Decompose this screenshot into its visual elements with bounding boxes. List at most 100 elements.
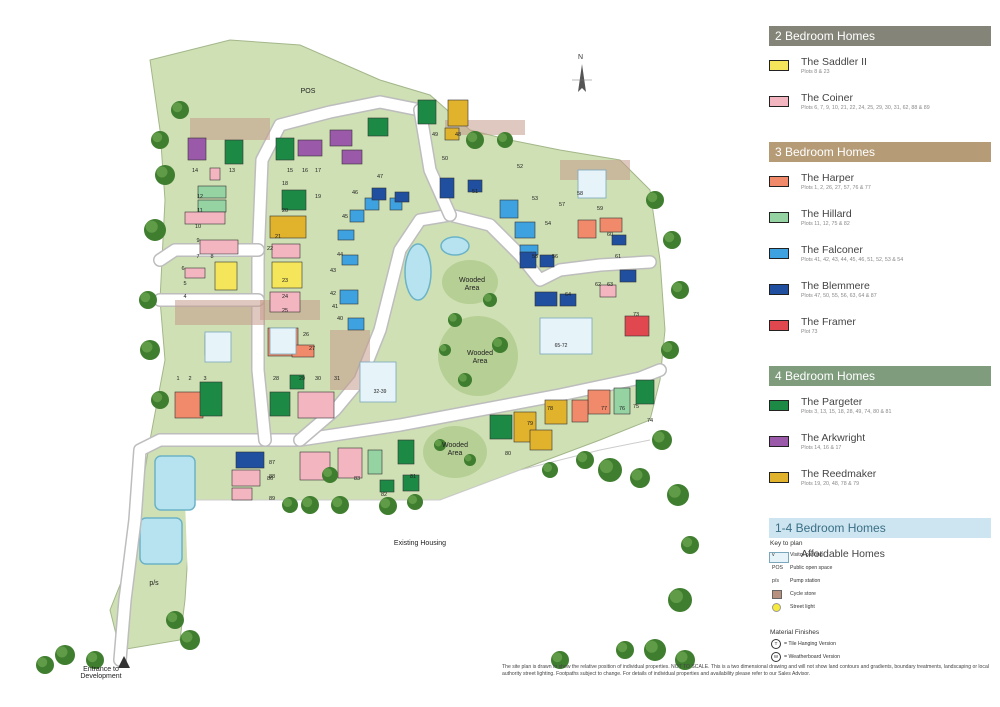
plot-number[interactable]: 75 — [632, 404, 640, 410]
plot-number[interactable]: 63 — [606, 282, 614, 288]
plot-number[interactable]: 78 — [546, 406, 554, 412]
plot-number[interactable]: 76 — [618, 406, 626, 412]
plot-number[interactable]: 16 — [301, 168, 309, 174]
plot-number[interactable]: 30 — [314, 376, 322, 382]
plot-number[interactable]: 60 — [606, 232, 614, 238]
plot-number[interactable]: 83 — [353, 476, 361, 482]
tree-highlight — [467, 132, 478, 143]
plot-number[interactable]: 1 — [176, 376, 180, 382]
plot-number[interactable]: 59 — [596, 206, 604, 212]
finish-weatherboard: W = Weatherboard Version — [770, 652, 990, 667]
tree-highlight — [140, 292, 151, 303]
plot-number[interactable]: 7 — [196, 254, 200, 260]
plot-number[interactable]: 50 — [441, 156, 449, 162]
tree-highlight — [599, 459, 614, 473]
legend-section-header: 2 Bedroom Homes — [769, 26, 991, 46]
plot-number[interactable]: 12 — [196, 194, 204, 200]
plot-number[interactable]: 14 — [191, 168, 199, 174]
plot-number[interactable]: 8 — [210, 254, 214, 260]
plot-number[interactable]: 4 — [183, 294, 187, 300]
plot-number[interactable]: 22 — [266, 246, 274, 252]
house-plot — [269, 215, 307, 239]
plot-number[interactable]: 89 — [268, 496, 276, 502]
pos-label: POS — [300, 88, 316, 95]
plot-number[interactable]: 28 — [272, 376, 280, 382]
plot-number[interactable]: 58 — [576, 191, 584, 197]
plot-number[interactable]: 18 — [281, 181, 289, 187]
plot-number[interactable]: 86 — [266, 476, 274, 482]
plot-number[interactable]: 9 — [196, 238, 200, 244]
plot-number[interactable]: 31 — [333, 376, 341, 382]
plot-number[interactable]: 87 — [268, 460, 276, 466]
plot-number[interactable]: 79 — [526, 421, 534, 427]
plot-number[interactable]: 23 — [281, 278, 289, 284]
house-plot — [534, 291, 558, 307]
house-colour-swatch — [769, 436, 789, 447]
house-type-name: The Reedmaker — [801, 468, 877, 480]
plot-number[interactable]: 3 — [203, 376, 207, 382]
plot-number[interactable]: 55 — [531, 254, 539, 260]
plot-number[interactable]: 47 — [376, 174, 384, 180]
plot-number[interactable]: 73 — [632, 312, 640, 318]
weatherboard-icon: W — [771, 652, 781, 662]
plot-number[interactable]: 42 — [329, 291, 337, 297]
house-colour-swatch — [769, 176, 789, 187]
plot-number[interactable]: 43 — [329, 268, 337, 274]
plot-number[interactable]: 61 — [614, 254, 622, 260]
plot-number[interactable]: 64 — [564, 292, 572, 298]
plot-number[interactable]: 46 — [351, 190, 359, 196]
house-type-plots: Plots 6, 7, 9, 10, 21, 22, 24, 25, 29, 3… — [801, 105, 930, 111]
plot-number[interactable]: 29 — [298, 376, 306, 382]
plot-number[interactable]: 56 — [551, 254, 559, 260]
paving-area — [190, 118, 270, 140]
plot-number[interactable]: 11 — [197, 208, 203, 214]
plot-number[interactable]: 74 — [646, 418, 654, 424]
plot-number[interactable]: 20 — [281, 208, 289, 214]
house-plot — [577, 219, 597, 239]
plot-number[interactable]: 77 — [600, 406, 608, 412]
house-plot — [349, 209, 365, 223]
plot-number[interactable]: 26 — [302, 332, 310, 338]
plot-number[interactable]: 41 — [331, 304, 339, 310]
plot-number[interactable]: 82 — [380, 492, 388, 498]
plot-number[interactable]: 5 — [183, 281, 187, 287]
house-plot — [379, 479, 395, 493]
plot-number[interactable]: 13 — [228, 168, 236, 174]
plot-number[interactable]: 48 — [454, 132, 462, 138]
paving-area — [175, 300, 265, 325]
plot-number[interactable]: 19 — [314, 194, 322, 200]
plot-number[interactable]: 27 — [308, 346, 316, 352]
plot-number[interactable]: 10 — [194, 224, 202, 230]
tree-highlight — [283, 498, 292, 507]
plot-number[interactable]: 54 — [544, 221, 552, 227]
plot-number[interactable]: 44 — [336, 252, 344, 258]
plot-number[interactable]: 24 — [281, 294, 289, 300]
plot-number[interactable]: 45 — [341, 214, 349, 220]
house-type-plots: Plots 11, 12, 75 & 82 — [801, 221, 850, 227]
plot-number[interactable]: 81 — [409, 474, 417, 480]
plot-number[interactable]: 21 — [274, 234, 282, 240]
house-plot — [209, 167, 221, 181]
house-plot — [269, 391, 291, 417]
plot-number[interactable]: 57 — [558, 202, 566, 208]
plot-number[interactable]: 17 — [314, 168, 322, 174]
plot-number[interactable]: 49 — [431, 132, 439, 138]
plot-number[interactable]: 62 — [594, 282, 602, 288]
house-plot — [235, 451, 265, 469]
plot-number[interactable]: 53 — [531, 196, 539, 202]
affordable-block — [577, 169, 607, 199]
plot-number[interactable]: 25 — [281, 308, 289, 314]
legend-section-header: 1-4 Bedroom Homes — [769, 518, 991, 538]
affordable-block-label: 32-39 — [373, 389, 387, 395]
plot-number[interactable]: 40 — [336, 316, 344, 322]
plot-number[interactable]: 51 — [471, 189, 479, 195]
plot-number[interactable]: 2 — [188, 376, 192, 382]
plot-number[interactable]: 15 — [286, 168, 294, 174]
plot-number[interactable]: 88 — [268, 474, 276, 480]
plot-number[interactable]: 6 — [181, 266, 185, 272]
house-plot — [611, 234, 627, 246]
plot-number[interactable]: 52 — [516, 164, 524, 170]
plot-number[interactable]: 80 — [504, 451, 512, 457]
